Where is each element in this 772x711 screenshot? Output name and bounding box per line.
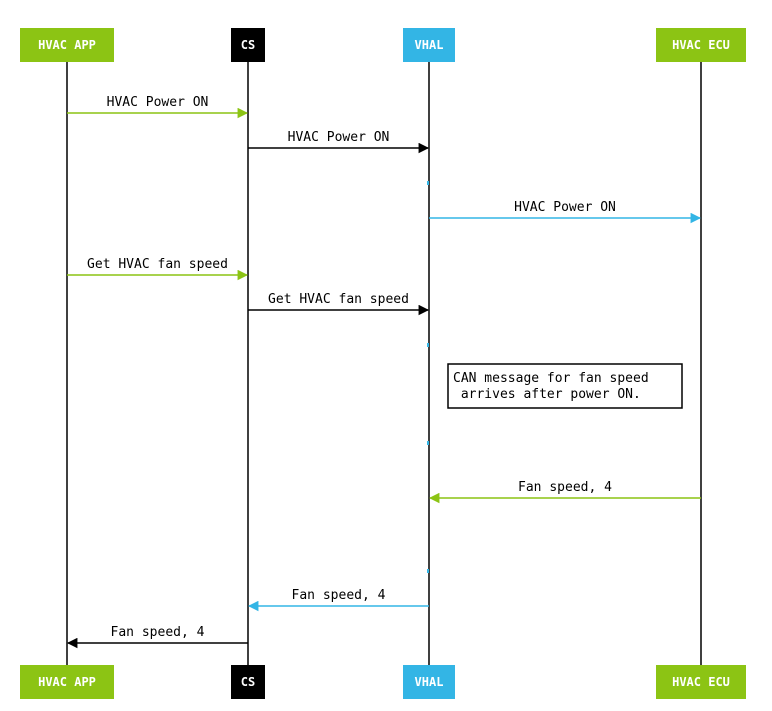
note-text-line: CAN message for fan speed	[453, 371, 649, 386]
participant-label: VHAL	[415, 38, 444, 52]
note-box	[447, 363, 683, 409]
message-label: HVAC Power ON	[514, 200, 616, 215]
message-label: Get HVAC fan speed	[87, 257, 228, 272]
participant-label: HVAC ECU	[672, 675, 730, 689]
participant-app-top: HVAC APP	[20, 28, 114, 62]
participant-ecu-top: HVAC ECU	[656, 28, 746, 62]
participant-label: HVAC APP	[38, 38, 96, 52]
message-8: Fan speed, 4	[66, 625, 248, 649]
message-label: Fan speed, 4	[292, 588, 386, 603]
participant-label: CS	[241, 38, 255, 52]
message-4: Get HVAC fan speed	[67, 257, 249, 281]
note: CAN message for fan speed arrives after …	[447, 363, 683, 409]
participant-vhal-top: VHAL	[403, 28, 455, 62]
participant-label: CS	[241, 675, 255, 689]
participant-app-bottom: HVAC APP	[20, 665, 114, 699]
message-1: HVAC Power ON	[67, 95, 249, 119]
message-3: HVAC Power ON	[429, 200, 702, 224]
participant-label: HVAC APP	[38, 675, 96, 689]
note-text-line: arrives after power ON.	[453, 387, 641, 402]
message-label: Get HVAC fan speed	[268, 292, 409, 307]
message-6: Fan speed, 4	[428, 480, 701, 504]
participant-box	[20, 665, 114, 699]
participant-ecu-bottom: HVAC ECU	[656, 665, 746, 699]
message-label: HVAC Power ON	[107, 95, 209, 110]
participant-box	[403, 28, 455, 62]
participant-cs-bottom: CS	[231, 665, 265, 699]
participant-cs-top: CS	[231, 28, 265, 62]
participant-box	[403, 665, 455, 699]
participant-box	[656, 28, 746, 62]
message-5: Get HVAC fan speed	[248, 292, 430, 316]
participant-box	[20, 28, 114, 62]
message-2: HVAC Power ON	[248, 130, 430, 154]
participant-label: VHAL	[415, 675, 444, 689]
messages: HVAC Power ON HVAC Power ON HVAC Power ON G…	[66, 95, 702, 649]
participant-label: HVAC ECU	[672, 38, 730, 52]
participant-vhal-bottom: VHAL	[403, 665, 455, 699]
message-label: HVAC Power ON	[288, 130, 390, 145]
message-label: Fan speed, 4	[111, 625, 205, 640]
participant-box	[656, 665, 746, 699]
participant-box	[231, 28, 265, 62]
message-7: Fan speed, 4	[247, 588, 429, 612]
participant-heads: HVAC APP HVAC APP CS CS VHAL VHAL HVAC ECU HVAC…	[20, 28, 746, 699]
message-label: Fan speed, 4	[518, 480, 612, 495]
participant-box	[231, 665, 265, 699]
